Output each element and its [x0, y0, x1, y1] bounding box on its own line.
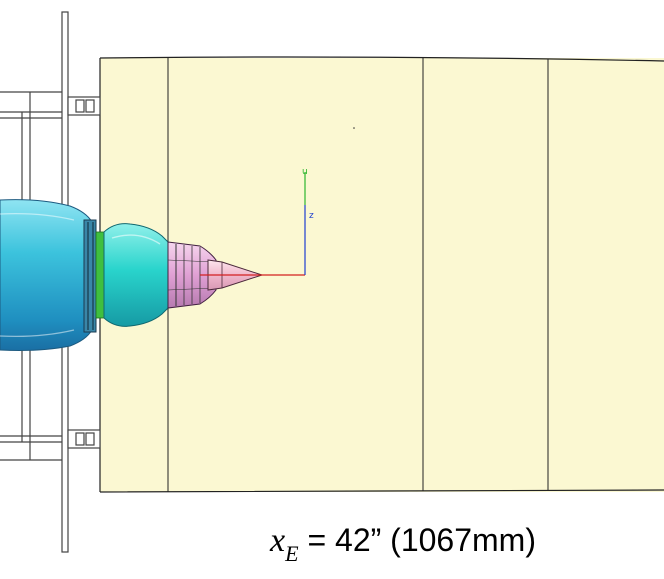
caption-subscript: E	[285, 541, 299, 566]
core-body	[103, 223, 171, 327]
nacelle-flange	[83, 219, 97, 333]
exit-position-caption: xE = 42” (1067mm)	[270, 520, 536, 566]
axis-vertical-top-label: u	[302, 167, 308, 177]
caption-value: = 42” (1067mm)	[307, 522, 536, 558]
engine-nacelle	[0, 199, 97, 351]
engine-core	[95, 223, 171, 327]
nacelle-body	[0, 199, 93, 351]
caption-variable: x	[270, 522, 286, 559]
speck	[353, 127, 355, 129]
axis-vertical-label: z	[309, 211, 314, 221]
coordinate-axes: z u	[200, 167, 314, 276]
